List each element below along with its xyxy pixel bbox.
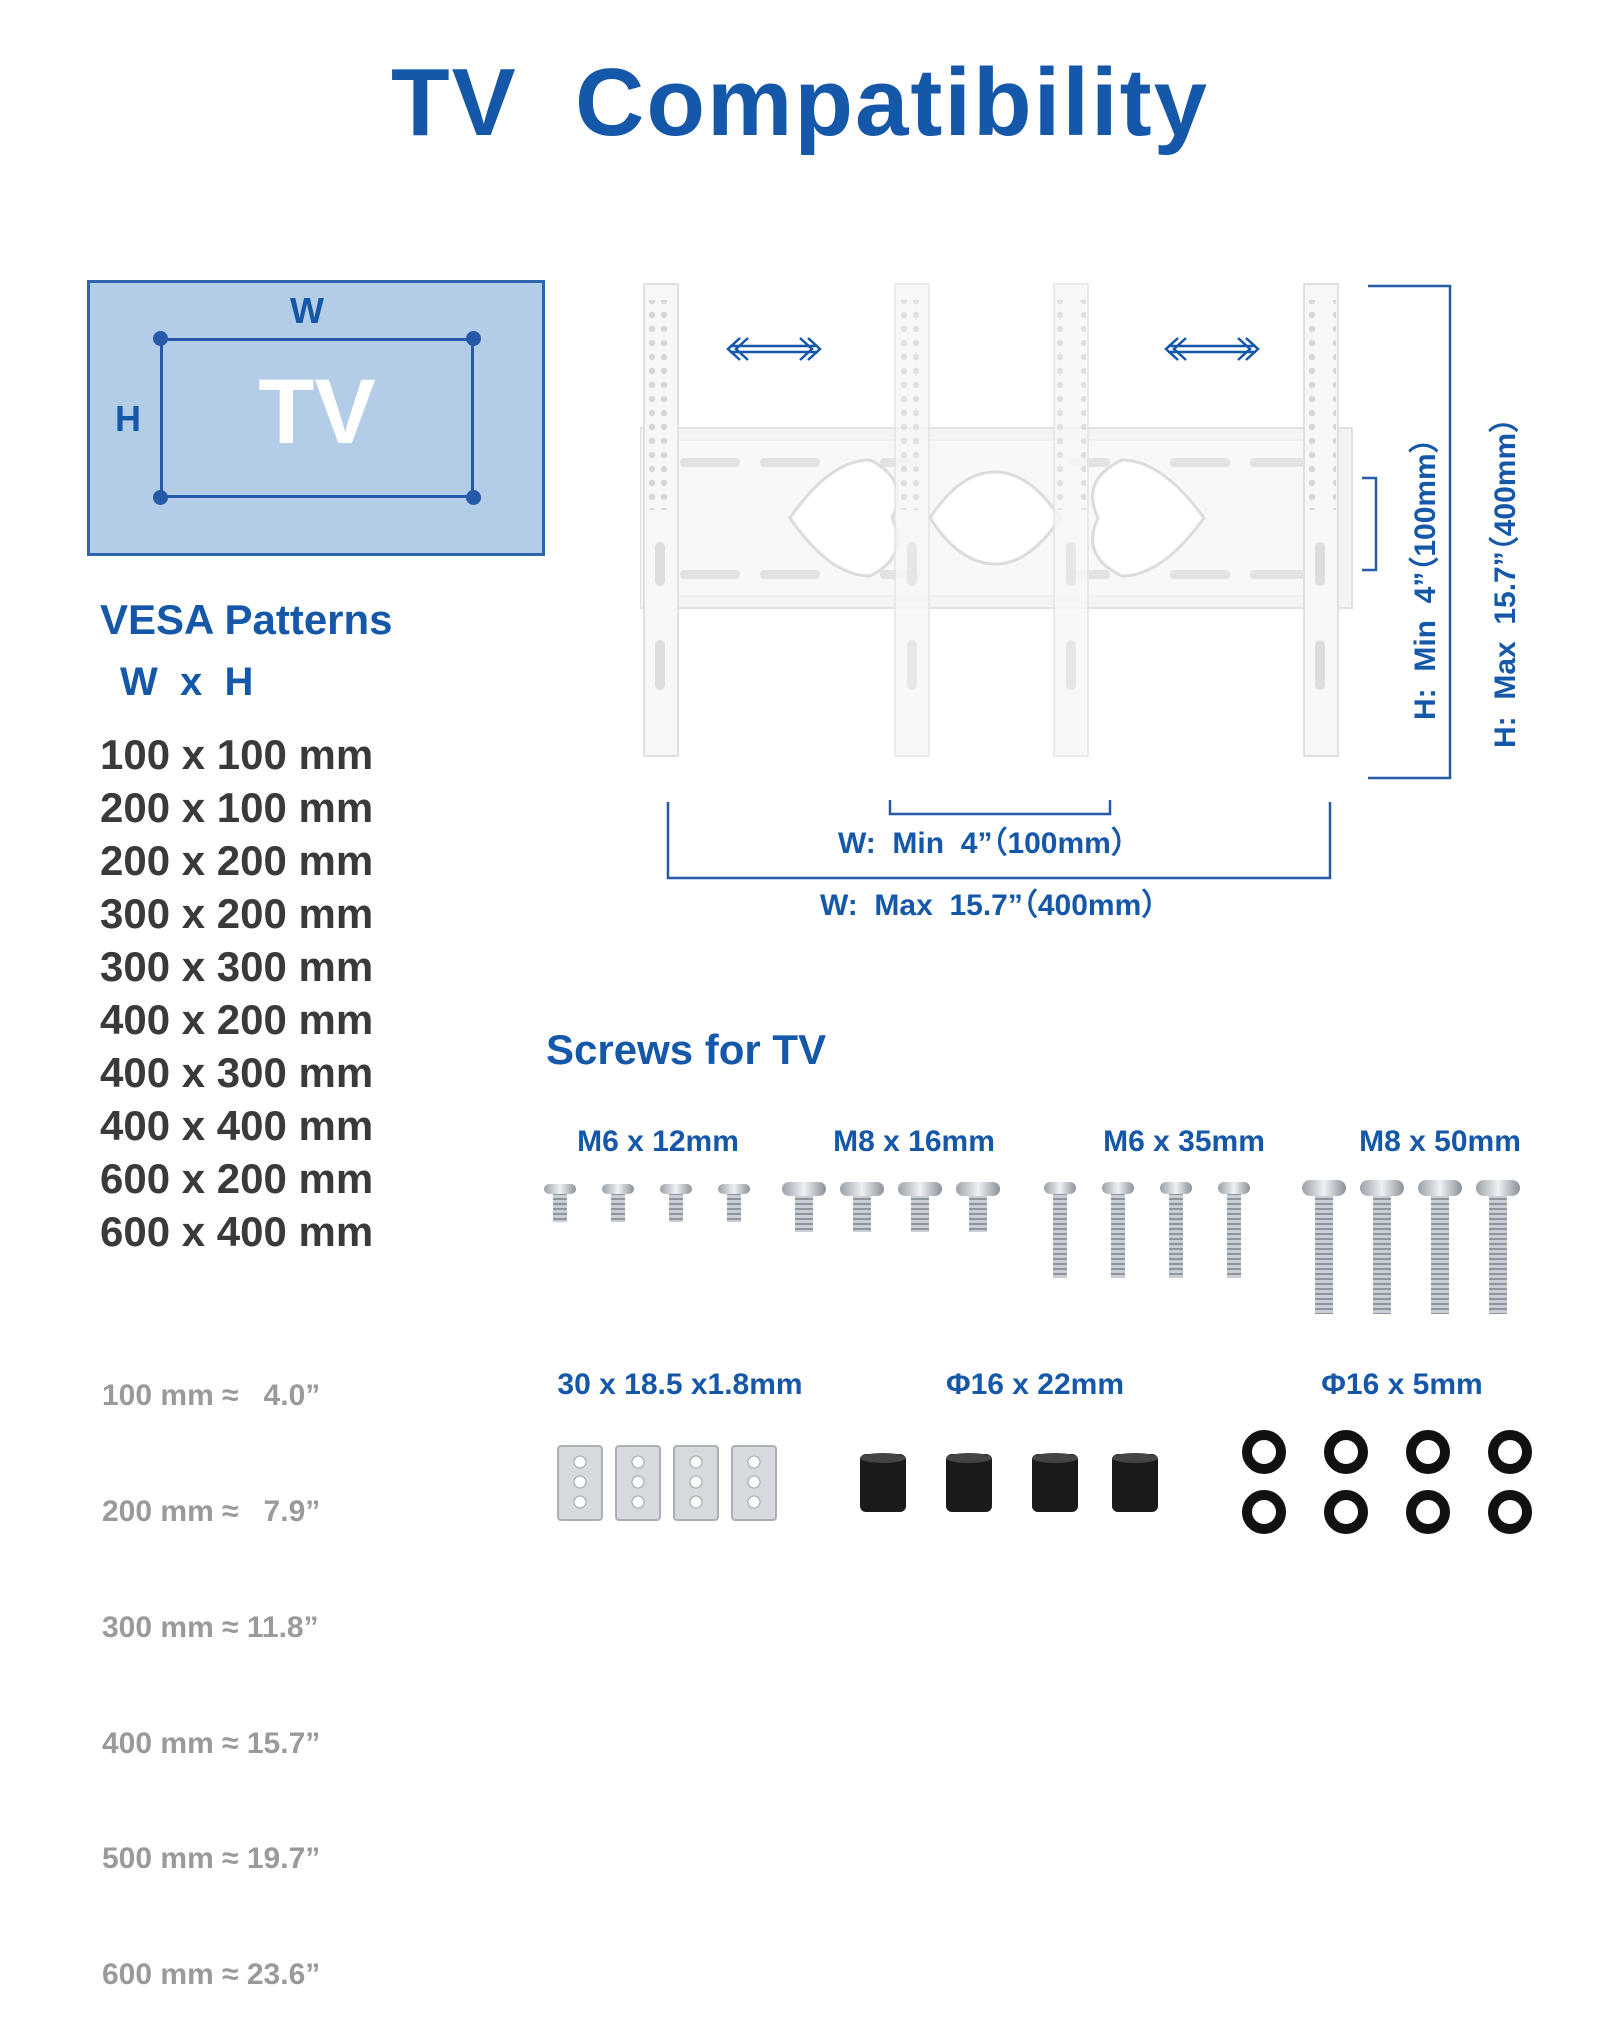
mount-point-dot xyxy=(153,331,168,346)
hardware-label: M6 x 35mm xyxy=(1103,1125,1265,1158)
conversion-row: 400 mm ≈ 15.7” xyxy=(102,1726,321,1760)
vesa-pattern: 200 x 200 mm xyxy=(100,837,374,884)
hardware-label: M8 x 16mm xyxy=(833,1125,995,1158)
long-screw-icon xyxy=(1044,1182,1250,1278)
conversion-list: 100 mm ≈ 4.0” 200 mm ≈ 7.9” 300 mm ≈ 11.… xyxy=(102,1300,320,2033)
vesa-pattern: 400 x 200 mm xyxy=(100,996,374,1043)
width-max-label: W: Max 15.7”（400mm） xyxy=(820,889,1172,922)
hardware-label: 30 x 18.5 x1.8mm xyxy=(557,1368,803,1401)
page-title: TV Compatibility xyxy=(390,49,1210,156)
vesa-pattern: 600 x 400 mm xyxy=(100,1208,374,1255)
mount-point-dot xyxy=(466,490,481,505)
hardware-label: Φ16 x 5mm xyxy=(1321,1368,1483,1401)
conversion-row: 300 mm ≈ 11.8” xyxy=(102,1610,319,1644)
height-max-label: H: Max 15.7”（400mm） xyxy=(1489,402,1522,748)
conversion-row: 100 mm ≈ 4.0” xyxy=(102,1379,321,1413)
plate-cutouts xyxy=(788,458,1206,578)
mount-point-dot xyxy=(466,331,481,346)
vesa-pattern: 600 x 200 mm xyxy=(100,1155,374,1202)
hardware-label: M6 x 12mm xyxy=(577,1125,739,1158)
hardware-label: Φ16 x 22mm xyxy=(945,1368,1125,1401)
vesa-wh-header: W x H xyxy=(120,660,254,704)
vesa-pattern-list: 100 x 100 mm 200 x 100 mm 200 x 200 mm 3… xyxy=(100,728,373,1258)
tv-diagram xyxy=(87,280,545,556)
conversion-row: 600 mm ≈ 23.6” xyxy=(102,1958,321,1992)
tv-label: TV xyxy=(258,361,376,463)
screws-title: Screws for TV xyxy=(546,1026,827,1073)
spacer-icon xyxy=(860,1453,1158,1512)
width-label: W xyxy=(290,290,324,331)
vesa-pattern: 100 x 100 mm xyxy=(100,731,374,778)
vesa-pattern: 300 x 300 mm xyxy=(100,943,374,990)
screws-illustration xyxy=(544,1180,1520,1314)
conversion-row: 200 mm ≈ 7.9” xyxy=(102,1494,321,1528)
hardware-label: M8 x 50mm xyxy=(1359,1125,1521,1158)
adjust-arrows xyxy=(726,337,1260,361)
longest-screw-icon xyxy=(1302,1180,1520,1314)
vesa-pattern: 400 x 300 mm xyxy=(100,1049,374,1096)
conversion-row: 500 mm ≈ 19.7” xyxy=(102,1842,321,1876)
short-screw-icon xyxy=(544,1184,750,1222)
medium-screw-icon xyxy=(782,1182,1000,1232)
wall-mount-bracket-illustration xyxy=(640,283,1353,757)
width-min-label: W: Min 4”（100mm） xyxy=(838,827,1141,860)
height-min-label: H: Min 4”（100mm） xyxy=(1409,423,1442,720)
height-dimension-lines xyxy=(1362,284,1452,780)
rubber-washer-icon xyxy=(1242,1430,1532,1534)
width-dimension-lines xyxy=(666,800,1332,880)
vesa-pattern: 400 x 400 mm xyxy=(100,1102,374,1149)
height-label: H xyxy=(115,398,141,439)
hardware-illustration xyxy=(557,1430,1532,1534)
vesa-rectangle xyxy=(160,338,474,498)
vesa-pattern: 200 x 100 mm xyxy=(100,784,374,831)
plate-washer-icon xyxy=(557,1445,777,1521)
vesa-title: VESA Patterns xyxy=(100,596,393,643)
arm-slots xyxy=(655,542,1325,690)
vesa-pattern: 300 x 200 mm xyxy=(100,890,374,937)
mount-point-dot xyxy=(153,490,168,505)
